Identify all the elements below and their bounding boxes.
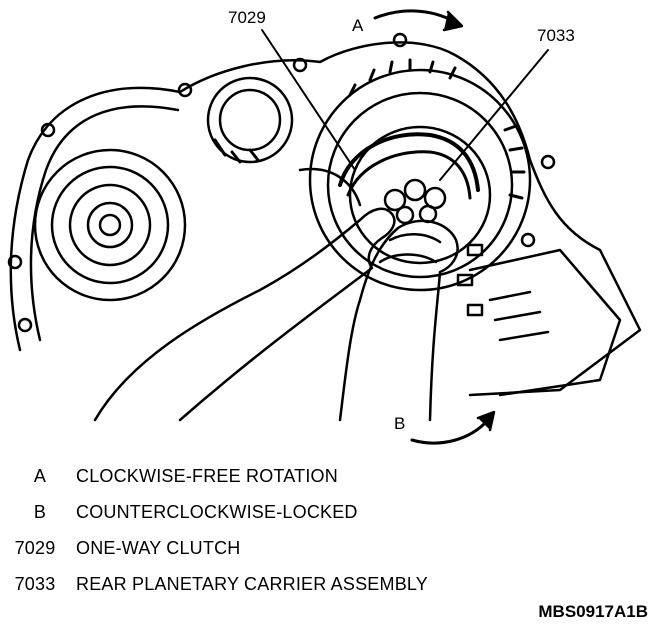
case-outline: [9, 41, 642, 397]
arrow-b-icon: [410, 418, 490, 445]
callout-arrow-b: B: [394, 414, 406, 433]
leader-7029: [261, 29, 356, 171]
figure-code: MBS0917A1B: [538, 602, 648, 621]
output-flange: [33, 148, 187, 302]
arrow-a-icon: [373, 9, 457, 24]
right-arm: [338, 219, 459, 422]
legend-text: ONE-WAY CLUTCH: [76, 538, 241, 558]
callout-arrow-a: A: [352, 16, 364, 35]
leader-7033: [439, 49, 549, 181]
transmission-illustration: [7, 9, 642, 445]
legend-key: A: [33, 466, 47, 486]
case-inner-flange: [29, 105, 180, 342]
one-way-clutch-ring: [338, 132, 480, 192]
clutch-housing: [308, 68, 532, 292]
legend-key: 7029: [14, 538, 56, 558]
legend-text: COUNTERCLOCKWISE-LOCKED: [76, 502, 358, 522]
left-arm: [93, 207, 396, 422]
legend-key: 7033: [14, 574, 56, 594]
legend-key: B: [33, 502, 47, 522]
legend-text: REAR PLANETARY CARRIER ASSEMBLY: [76, 574, 428, 594]
legend-text: CLOCKWISE-FREE ROTATION: [76, 466, 338, 486]
callout-7033: 7033: [537, 26, 575, 45]
upper-drum: [206, 76, 294, 164]
callout-7029: 7029: [228, 8, 266, 27]
